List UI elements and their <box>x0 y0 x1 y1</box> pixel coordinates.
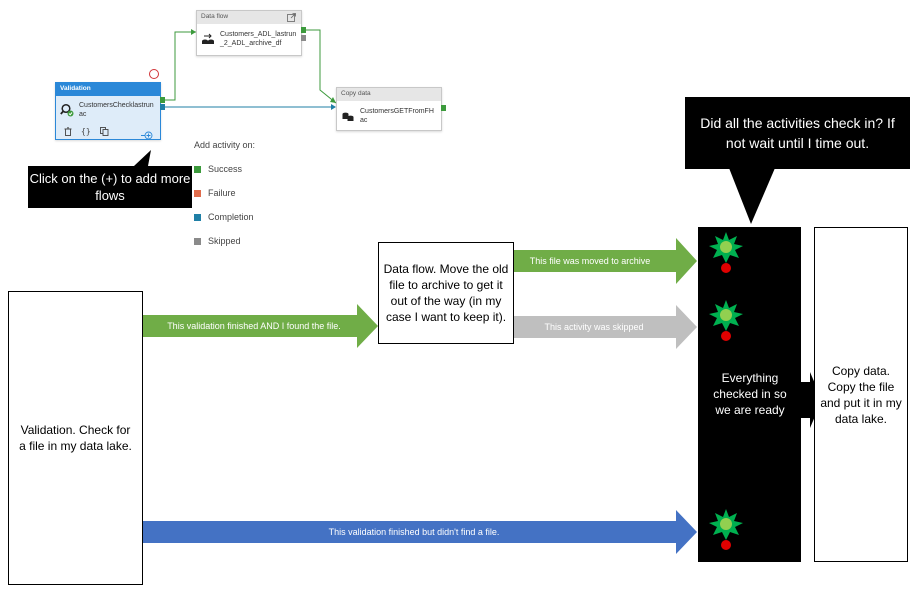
copydata-activity-name: CustomersGETFromFHac <box>360 108 434 124</box>
dataflow-icon <box>201 32 215 46</box>
completion-connector-head <box>331 104 336 110</box>
validation-completion-port[interactable] <box>160 104 165 110</box>
dataflow-success-connector-head <box>330 97 336 103</box>
checkin-markers <box>709 232 743 550</box>
notfound-arrow <box>142 510 697 554</box>
menu-item-success-label: Success <box>208 164 243 174</box>
menu-item-completion[interactable]: Completion <box>194 212 254 222</box>
dataflow-card-header-label: Data flow <box>201 13 229 20</box>
open-external-icon[interactable] <box>287 13 296 24</box>
skipped-swatch <box>194 237 201 245</box>
menu-item-completion-label: Completion <box>208 212 254 222</box>
moved-arrow <box>514 238 697 284</box>
click-plus-pointer <box>134 150 151 166</box>
dataflow-activity-card[interactable]: Data flow Customers_ADL_lastrun_2_ADL_ar… <box>196 10 302 56</box>
skipped-arrow-label: This activity was skipped <box>544 322 643 332</box>
add-output-icon[interactable] <box>141 127 153 145</box>
did-all-pointer <box>729 168 775 224</box>
notfound-arrow-label: This validation finished but didn't find… <box>329 527 500 537</box>
validation-activity-card[interactable]: Validation CustomersChecklastrunac {} <box>55 82 161 140</box>
skipped-arrow <box>514 305 697 349</box>
validation-description-box: Validation. Check for a file in my data … <box>8 291 143 585</box>
copydata-activity-card[interactable]: Copy data CustomersGETFromFHac <box>336 87 442 131</box>
validation-activity-name: CustomersChecklastrunac <box>79 102 154 118</box>
menu-item-success[interactable]: Success <box>194 164 242 174</box>
copydata-card-header: Copy data <box>337 88 441 101</box>
code-icon[interactable]: {} <box>81 127 91 136</box>
copy-icon[interactable] <box>99 127 109 138</box>
completion-swatch <box>194 213 201 221</box>
found-arrow-label: This validation finished AND I found the… <box>167 321 341 331</box>
validation-search-icon <box>60 103 74 117</box>
validation-status-icon <box>149 69 159 79</box>
menu-item-skipped[interactable]: Skipped <box>194 236 241 246</box>
moved-arrow-label: This file was moved to archive <box>530 256 651 266</box>
dataflow-success-connector <box>306 29 337 104</box>
ready-arrow <box>800 372 822 428</box>
wait-activity-column: Everything checked in so we are ready <box>698 227 801 562</box>
dataflow-success-port[interactable] <box>301 27 306 33</box>
menu-item-failure-label: Failure <box>208 188 236 198</box>
copy-description-box: Copy data. Copy the file and put it in m… <box>814 227 908 562</box>
dataflow-card-header: Data flow <box>197 11 301 24</box>
menu-item-skipped-label: Skipped <box>208 236 241 246</box>
checkin-burst-1 <box>709 232 743 273</box>
dataflow-description-box: Data flow. Move the old file to archive … <box>378 242 514 344</box>
checkin-burst-3 <box>709 509 743 550</box>
checkin-burst-2 <box>709 300 743 341</box>
failure-swatch <box>194 189 201 197</box>
copydata-success-port[interactable] <box>441 105 446 111</box>
click-plus-callout: Click on the (+) to add more flows <box>28 166 192 208</box>
success-connector-head <box>191 29 196 35</box>
add-activity-title: Add activity on: <box>194 140 256 150</box>
validation-card-header: Validation <box>56 83 160 96</box>
menu-item-failure[interactable]: Failure <box>194 188 236 198</box>
success-connector <box>165 31 196 101</box>
success-swatch <box>194 165 201 173</box>
everything-ready-label: Everything checked in so we are ready <box>713 371 787 417</box>
dataflow-skipped-port[interactable] <box>301 35 306 41</box>
dataflow-activity-name: Customers_ADL_lastrun_2_ADL_archive_df <box>220 31 297 47</box>
found-arrow <box>142 304 378 348</box>
did-all-callout: Did all the activities check in? If not … <box>685 97 910 169</box>
validation-success-port[interactable] <box>160 97 165 103</box>
copydata-icon <box>341 109 355 123</box>
delete-icon[interactable] <box>64 127 72 138</box>
